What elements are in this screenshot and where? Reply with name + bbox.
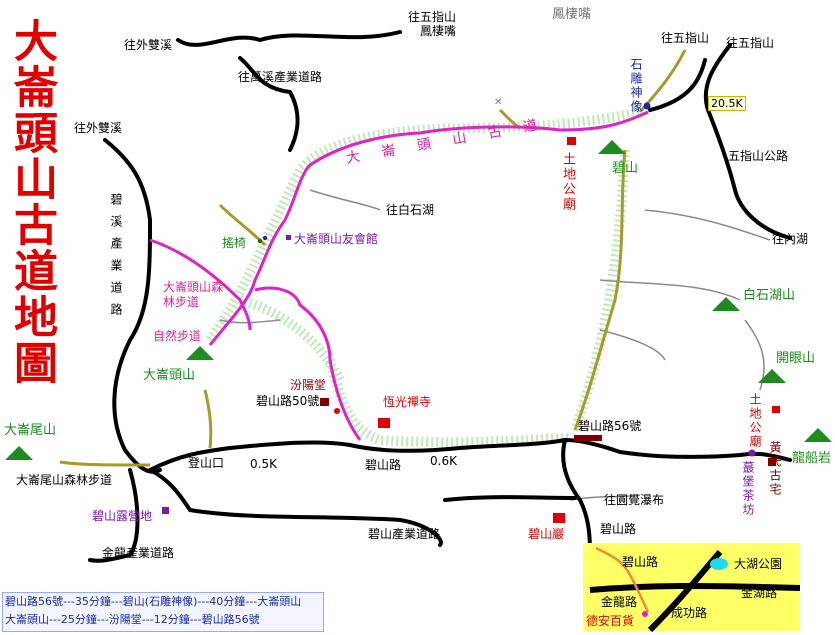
- daluntoushan-mountain-icon: [186, 346, 214, 360]
- bishan-mountain-icon: [598, 140, 626, 154]
- label-bishan-road-right: 碧山路: [600, 522, 637, 536]
- kaiyanshan-mountain-icon: [758, 369, 786, 383]
- label-baishihu-mountain: 白石湖山: [743, 288, 796, 303]
- label-forest-trail: 大崙頭山森林步道: [163, 280, 224, 309]
- label-wuzhishan-road: 五指山公路: [728, 149, 789, 163]
- label-to-wanxi-road: 往萬溪產業道路: [238, 70, 323, 84]
- hengguang-temple-marker: [378, 418, 390, 428]
- label-km-20-5: 20.5K: [708, 96, 746, 111]
- label-to-waishuangxi-left: 往外雙溪: [74, 121, 123, 135]
- tudigong-marker-top: [567, 137, 576, 145]
- label-huang-old-house: 黃氏古宅: [768, 441, 782, 497]
- campground-marker: [162, 507, 169, 514]
- label-bishan-rock: 碧山巖: [528, 527, 565, 541]
- stone-statue-marker: [643, 102, 651, 110]
- label-to-yuanjue-waterfall: 往圓覺瀑布: [604, 493, 665, 507]
- label-hengguang-temple: 恆光禪寺: [383, 395, 432, 409]
- legend-chenggong-road: 成功路: [671, 606, 708, 620]
- label-dalunweishan-forest-trail: 大崙尾山森林步道: [16, 473, 113, 487]
- label-bishan-rd-50: 碧山路50號: [256, 394, 320, 408]
- label-rocking-chair: 搖椅: [222, 236, 247, 250]
- baishihu-mountain-icon: [712, 297, 740, 311]
- forest-belt: [205, 107, 642, 448]
- legend-jinhu-road: 金湖路: [741, 586, 778, 600]
- label-to-waishuangxi-top: 往外雙溪: [124, 38, 173, 52]
- label-zuibao-tea: 蕞堡茶坊: [741, 461, 755, 517]
- label-tudigong-temple-right: 土地公廟: [748, 393, 762, 449]
- huang-house-marker: [768, 458, 776, 466]
- cross-marker-icon: ✕: [494, 97, 502, 108]
- tudigong-marker-right: [772, 406, 780, 413]
- label-bishan-industry-road: 碧山產業道路: [368, 527, 441, 541]
- label-dalunweishan: 大崙尾山: [4, 423, 57, 438]
- page-title: 大崙頭山古道地圖: [6, 18, 57, 386]
- label-bishan-rd-56: 碧山路56號: [578, 419, 642, 433]
- legend-jinlong-road: 金龍路: [601, 595, 638, 609]
- label-bishan-road-mid: 碧山路: [365, 458, 402, 472]
- rocking-chair-dot-1: [257, 238, 263, 244]
- dahu-lake-icon: [710, 558, 728, 570]
- label-nature-trail: 自然步道: [153, 329, 202, 343]
- label-trailhead: 登山口: [188, 456, 225, 470]
- label-to-baishihu: 往白石湖: [386, 203, 435, 217]
- fenyang-small-marker: [334, 408, 340, 414]
- label-stone-statue: 石雕神像: [629, 58, 643, 114]
- label-daluntoushan-peak: 大崙頭山: [143, 368, 196, 383]
- legend-dahu-park: 大湖公園: [734, 557, 783, 571]
- label-fenyang-hall: 汾陽堂: [290, 378, 327, 392]
- label-bishan-campground: 碧山露營地: [92, 509, 153, 523]
- label-to-wuzhishan-fengqizui-1: 往五指山: [408, 10, 457, 24]
- label-bishan: 碧山: [612, 161, 639, 176]
- dalunweishan-mountain-icon: [5, 446, 33, 460]
- ancient-trail: [149, 110, 649, 441]
- zuibao-tea-marker: [748, 449, 756, 457]
- fenyang-hall-marker: [320, 398, 329, 406]
- longchuan-mountain-icon: [804, 428, 832, 442]
- label-to-wuzhishan-a: 往五指山: [661, 31, 710, 45]
- label-to-wuzhishan-b: 往五指山: [726, 36, 775, 50]
- bishan-rd-56-marker: [574, 435, 602, 441]
- label-fengqizui-gray: 鳳棲嘴: [552, 7, 592, 22]
- legend-orange-path: [595, 546, 650, 613]
- rocking-chair-dot-2: [262, 235, 268, 241]
- dean-store-dot: [642, 611, 648, 617]
- label-tudigong-temple-top: 土地公廟: [560, 152, 575, 212]
- label-friends-hall: 大崙頭山友會館: [294, 232, 379, 246]
- label-kaiyanshan: 開眼山: [776, 351, 816, 366]
- legend-dean-store: 德安百貨: [586, 614, 635, 628]
- route-note-line-1: 碧山路56號---35分鐘---碧山(石雕神像)---40分鐘---大崙頭山: [5, 595, 302, 608]
- main-roads: [88, 30, 792, 563]
- label-to-neihu: 往內湖: [772, 232, 809, 246]
- route-time-notes: 碧山路56號---35分鐘---碧山(石雕神像)---40分鐘---大崙頭山 大…: [2, 592, 324, 632]
- label-bixi-road: 碧溪產業道路: [109, 193, 123, 325]
- label-km-0-6: 0.6K: [430, 454, 457, 468]
- legend-bishan-road: 碧山路: [622, 555, 659, 569]
- friends-hall-marker: [286, 235, 291, 240]
- label-longchuan-rock: 龍船岩: [792, 451, 832, 466]
- label-jinlong-industry-road: 金龍產業道路: [102, 546, 175, 560]
- label-km-0-5: 0.5K: [250, 457, 277, 471]
- label-to-wuzhishan-fengqizui-2: 鳳棲嘴: [420, 24, 457, 38]
- route-note-line-2: 大崙頭山---25分鐘---汾陽堂---12分鐘---碧山路56號: [5, 613, 260, 626]
- olive-paths: [59, 49, 687, 467]
- bishan-rock-marker: [553, 513, 565, 523]
